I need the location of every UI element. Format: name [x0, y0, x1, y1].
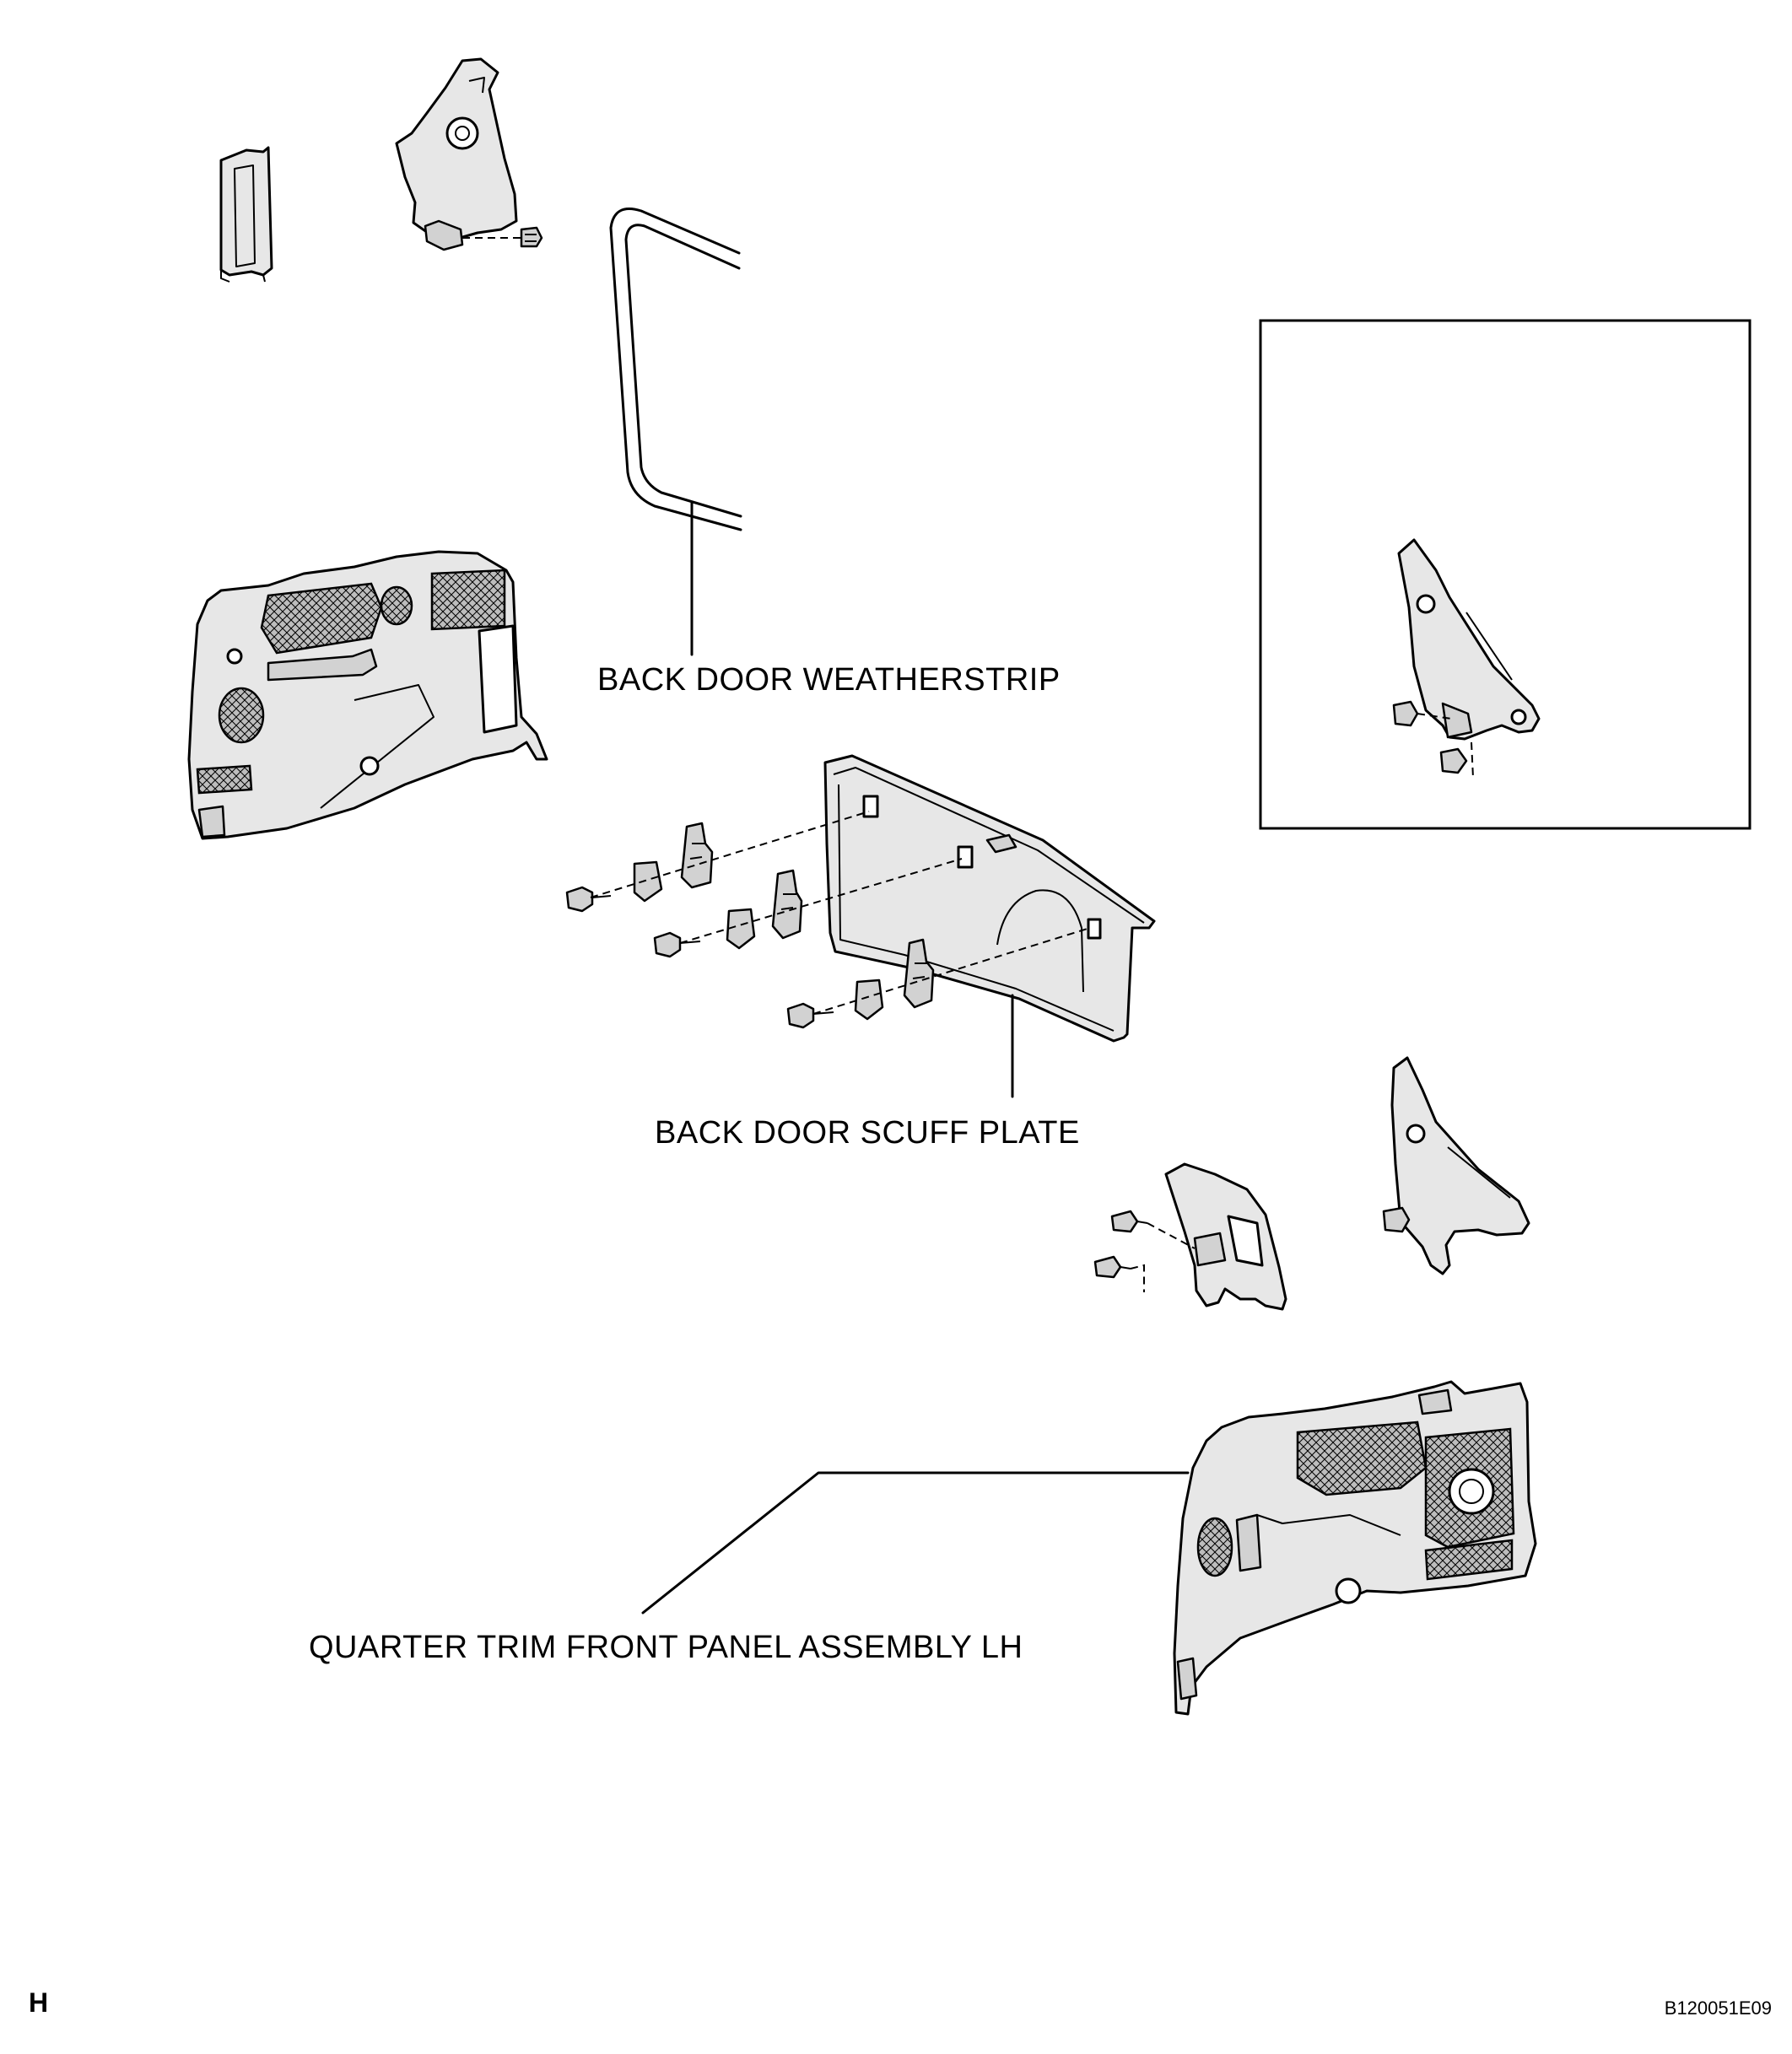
inset-clip-1 [1392, 700, 1452, 727]
label-back-door-scuff-plate: BACK DOOR SCUFF PLATE [655, 1115, 1080, 1151]
pillar-garnish-lower [1164, 1162, 1287, 1311]
section-letter: H [29, 1987, 49, 2018]
scuff-plate-fastener-row-2 [653, 858, 963, 958]
pillar-garnish-upper-strip [219, 146, 273, 283]
scuff-plate-fastener-row-3 [786, 927, 1091, 1029]
pillar-trim-lower [1382, 1056, 1530, 1275]
pillar-trim-lower-clip [1382, 1206, 1411, 1233]
quarter-trim-front-panel-assembly-lh [641, 1380, 1537, 1716]
label-quarter-trim-front-panel: QUARTER TRIM FRONT PANEL ASSEMBLY LH [309, 1630, 1023, 1665]
back-door-scuff-plate [823, 754, 1156, 1098]
scuff-plate-fastener-row-1 [565, 811, 870, 913]
clip-upper [520, 226, 543, 248]
figure-id: B120051E09 [1664, 1997, 1772, 2019]
back-door-weatherstrip [609, 208, 742, 656]
label-back-door-weatherstrip: BACK DOOR WEATHERSTRIP [597, 662, 1061, 698]
inset-clip-2 [1439, 741, 1474, 779]
quarter-trim-panel-upper [187, 550, 548, 840]
pillar-trim-upper [395, 57, 543, 251]
inset-pillar-trim [1397, 538, 1541, 741]
inset-detail-box [1259, 319, 1752, 830]
pillar-garnish-screws [1093, 1210, 1196, 1292]
